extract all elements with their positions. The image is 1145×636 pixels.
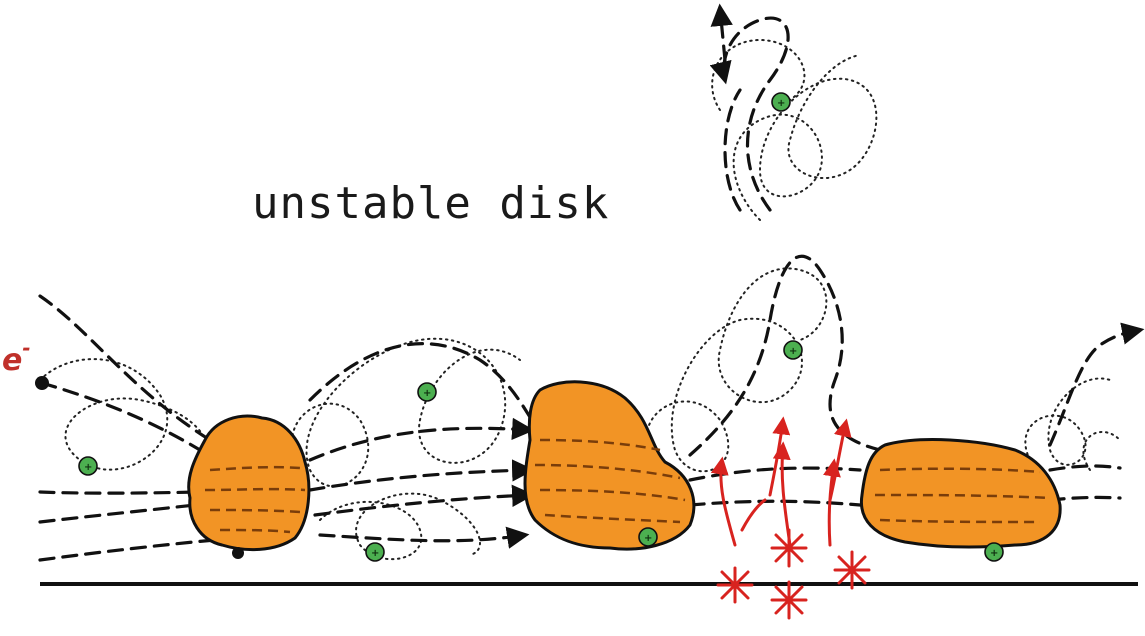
electron-charge: - xyxy=(22,336,31,360)
sputter-arrows xyxy=(710,416,852,547)
svg-text:+: + xyxy=(84,462,92,473)
electron-label: e- xyxy=(2,336,31,378)
ion-particle-icon: + xyxy=(78,456,98,476)
ion-particle-icon: + xyxy=(417,382,437,402)
svg-text:+: + xyxy=(789,346,797,357)
electron-source-dot-icon xyxy=(35,376,49,390)
ion-particle-icon: + xyxy=(984,542,1004,562)
ion-particle-icon: + xyxy=(638,527,658,547)
electron-symbol: e xyxy=(2,343,23,378)
sputter-spark-icon xyxy=(716,566,754,604)
ion-particle-icon: + xyxy=(771,92,791,112)
dust-grain-3 xyxy=(859,438,1062,549)
ion-particle-icon: + xyxy=(365,542,385,562)
svg-text:+: + xyxy=(423,388,431,399)
svg-text:+: + xyxy=(644,533,652,544)
dust-grain-2 xyxy=(523,380,696,551)
ion-particles: + + + + + + + xyxy=(78,92,1004,562)
sputter-spark-icon xyxy=(833,550,871,590)
svg-text:+: + xyxy=(371,548,379,559)
electron-dot-icon xyxy=(232,547,244,559)
ion-particle-icon: + xyxy=(783,340,803,360)
sputter-spark-icon xyxy=(770,580,808,620)
svg-text:+: + xyxy=(777,98,785,109)
sputter-sparks xyxy=(716,528,871,620)
sputter-spark-icon xyxy=(770,528,808,568)
electron-trajectories xyxy=(38,3,1145,562)
svg-text:+: + xyxy=(990,548,998,559)
diagram-title: unstable disk xyxy=(252,178,610,229)
dust-grain-1 xyxy=(187,414,311,559)
